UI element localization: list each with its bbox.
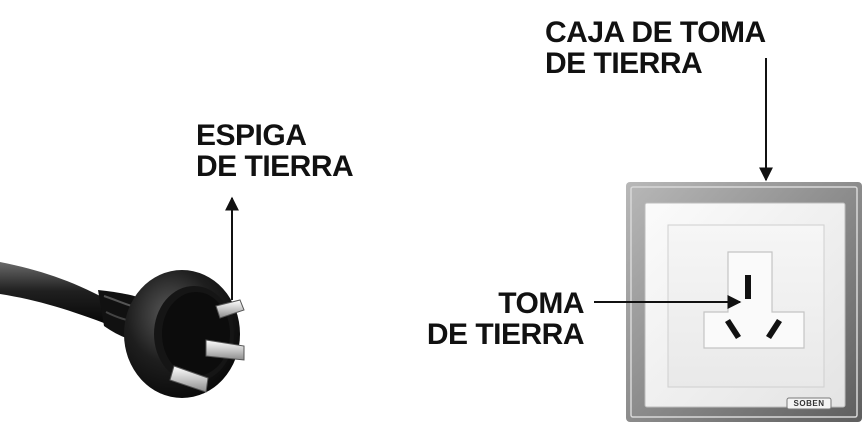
ground-socket-label-line-2: DE TIERRA <box>426 318 585 351</box>
ground-socket-label: TOMA DE TIERRA <box>408 287 585 351</box>
right-socket-hole <box>766 319 782 339</box>
neutral-pin <box>169 365 209 393</box>
ground-socket-label-line-1: TOMA <box>498 287 584 320</box>
ground-pin-label-line-2: DE TIERRA <box>196 150 354 183</box>
ground-pin-label: ESPIGA DE TIERRA <box>196 119 354 183</box>
plug-illustration <box>0 262 245 398</box>
ground-box-label-line-2: DE TIERRA <box>545 47 703 80</box>
brand-name: SOBEN <box>793 399 825 408</box>
power-cord <box>0 262 112 326</box>
plug-pins <box>169 299 245 393</box>
ground-pin <box>215 299 245 319</box>
live-pin <box>205 339 245 361</box>
outlet-illustration <box>626 182 862 422</box>
ground-socket-hole <box>745 275 751 299</box>
left-socket-hole <box>725 319 741 339</box>
ground-pin-label-line-1: ESPIGA <box>196 119 307 152</box>
ground-box-label-line-1: CAJA DE TOMA <box>545 16 766 49</box>
ground-box-label: CAJA DE TOMA DE TIERRA <box>545 17 766 79</box>
brand-badge <box>786 397 832 410</box>
